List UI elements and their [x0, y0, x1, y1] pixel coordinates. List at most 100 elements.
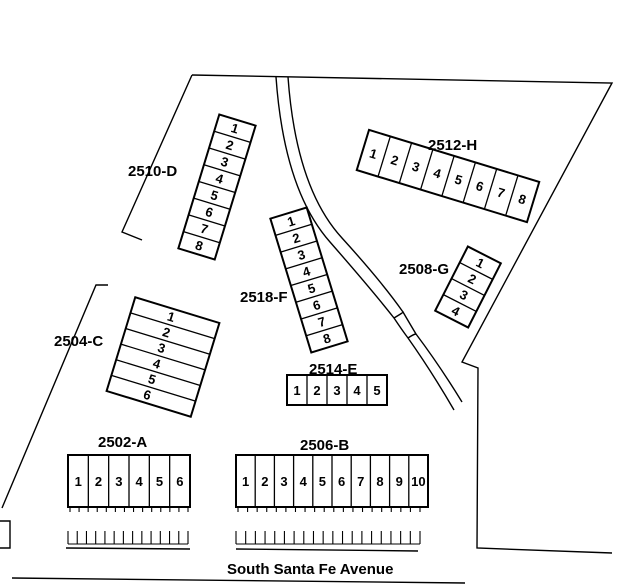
unit-divider: [213, 130, 251, 143]
unit-divider: [295, 290, 333, 303]
unit-number: 3: [410, 158, 421, 174]
unit-divider: [193, 197, 231, 210]
driveway-notch: [393, 311, 417, 339]
unit-number: 1: [285, 213, 296, 229]
unit-number: 2: [313, 383, 320, 398]
unit-number: 3: [219, 154, 230, 170]
building-outline: [286, 374, 388, 406]
unit-divider: [203, 164, 241, 177]
unit-number: 2: [224, 137, 235, 153]
unit-number: 4: [300, 474, 308, 489]
street-name: South Santa Fe Avenue: [227, 561, 393, 578]
unit-divider: [441, 155, 455, 197]
unit-number: 3: [280, 474, 287, 489]
building-labels: 2510-D 2512-H 2518-F 2508-G 2504-C 2514-…: [54, 137, 477, 454]
unit-number: 3: [333, 383, 340, 398]
unit-number: 7: [357, 474, 364, 489]
unit-divider: [130, 312, 215, 340]
unit-divider: [183, 231, 221, 244]
unit-number: 2: [95, 474, 102, 489]
unit-divider: [125, 327, 211, 355]
north-boundary: [191, 74, 614, 554]
unit-divider: [505, 175, 519, 216]
building-label-2502-A: 2502-A: [98, 434, 147, 451]
unit-number: 8: [321, 330, 332, 346]
unit-divider: [419, 149, 434, 190]
unit-number: 6: [176, 474, 183, 489]
unit-number: 1: [293, 383, 300, 398]
building-label-2506-B: 2506-B: [300, 437, 349, 454]
unit-number: 5: [146, 371, 157, 387]
unit-number: 8: [193, 237, 204, 253]
building-label-2512-H: 2512-H: [428, 137, 477, 154]
unit-number: 4: [136, 474, 144, 489]
unit-divider: [443, 294, 477, 313]
unit-number: 6: [474, 178, 485, 194]
driveway-west-edge: [275, 76, 455, 411]
unit-number: 2: [389, 152, 400, 168]
unit-number: 2: [261, 474, 268, 489]
unit-divider: [305, 324, 343, 337]
unit-divider: [115, 359, 201, 387]
site-boundaries: [0, 74, 614, 584]
unit-number: 1: [165, 309, 176, 325]
unit-number: 1: [368, 145, 379, 161]
unit-divider: [275, 223, 313, 236]
unit-divider: [120, 343, 206, 371]
unit-divider: [198, 180, 236, 194]
southwest-corner: [0, 520, 11, 549]
unit-number: 3: [156, 340, 167, 356]
unit-number: 4: [353, 383, 361, 398]
unit-number: 3: [296, 247, 307, 263]
unit-number: 5: [319, 474, 326, 489]
unit-number: 7: [316, 314, 327, 330]
building-label-2514-E: 2514-E: [309, 361, 357, 378]
unit-number: 9: [396, 474, 403, 489]
unit-divider: [290, 273, 328, 287]
unit-number: 5: [209, 187, 220, 203]
unit-divider: [451, 278, 485, 296]
unit-number: 7: [495, 185, 506, 201]
avenue-north-edge: [65, 547, 419, 552]
unit-divider: [398, 142, 413, 184]
unit-number: 6: [204, 204, 215, 220]
unit-number: 6: [338, 474, 345, 489]
unit-divider: [208, 147, 246, 160]
unit-number: 1: [242, 474, 249, 489]
avenue-south-edge: [11, 577, 466, 584]
unit-divider: [285, 257, 323, 270]
unit-divider: [188, 214, 226, 227]
unit-number: 6: [142, 387, 153, 403]
building-label-2510-D: 2510-D: [128, 163, 177, 180]
building-label-2508-G: 2508-G: [399, 261, 449, 278]
unit-divider: [462, 162, 477, 203]
unit-divider: [483, 168, 498, 210]
unit-number: 3: [115, 474, 122, 489]
unit-number: 8: [376, 474, 383, 489]
unit-number: 2: [161, 324, 172, 340]
unit-number: 8: [517, 191, 528, 207]
unit-number: 1: [75, 474, 82, 489]
unit-number: 5: [453, 172, 464, 188]
unit-divider: [377, 136, 391, 177]
building-label-2518-F: 2518-F: [240, 289, 288, 306]
unit-number: 10: [411, 474, 425, 489]
unit-number: 1: [229, 120, 240, 136]
building-label-2504-C: 2504-C: [54, 333, 103, 350]
unit-number: 7: [199, 221, 210, 237]
unit-divider: [280, 240, 318, 253]
unit-number: 6: [311, 297, 322, 313]
unit-number: 5: [156, 474, 163, 489]
unit-number: 2: [291, 230, 302, 246]
unit-number: 5: [373, 383, 380, 398]
